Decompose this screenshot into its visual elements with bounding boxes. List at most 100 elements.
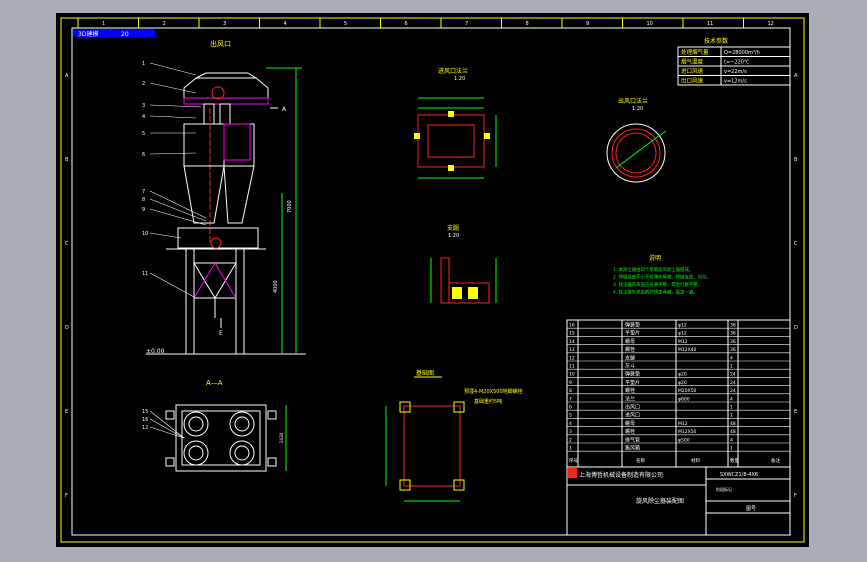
bom-header-name: 名称	[636, 457, 645, 464]
tech-param-label: 烟气温度	[681, 58, 704, 66]
dim-total-height: 7000	[287, 200, 293, 213]
bom-header-material: 材料	[691, 457, 700, 464]
foundation-note-2: 基础重约5吨	[474, 398, 502, 405]
bom-spec: M12X50	[678, 429, 697, 435]
bom-spec: M12X40	[678, 347, 697, 353]
bom-name: 法兰	[625, 395, 635, 402]
bom-no: 1	[569, 446, 572, 452]
ruler-side-label: B	[794, 157, 798, 163]
main-balloon-label: 9	[142, 207, 145, 213]
bom-name: 螺栓	[625, 346, 635, 353]
bom-no: 8	[569, 388, 572, 394]
ruler-side-label: D	[794, 325, 798, 331]
inlet-flange-scale: 1:20	[632, 106, 643, 112]
ruler-side-label: D	[65, 325, 69, 331]
ruler-top-label: 6	[405, 21, 408, 27]
foundation-title: 基础图	[416, 369, 434, 377]
ruler-top-label: 7	[465, 21, 468, 27]
bom-name: 出风口	[625, 404, 640, 411]
ruler-top-label: 8	[526, 21, 529, 27]
bom-name: 灰斗	[625, 363, 635, 370]
ruler-top-label: 5	[344, 21, 347, 27]
drawing-title: 旋风除尘器装配图	[636, 497, 684, 505]
main-balloon-label: 4	[142, 114, 145, 120]
header-tab	[73, 29, 155, 37]
section-balloon-label: 16	[142, 417, 148, 423]
section-balloon-label: 12	[142, 425, 148, 431]
ruler-top-label: 1	[102, 21, 105, 27]
ruler-top-label: 4	[284, 21, 287, 27]
bom-spec: φ20	[678, 380, 687, 386]
bom-name: 集风箱	[625, 445, 640, 452]
company-logo	[568, 468, 577, 478]
bom-name: 弹簧垫	[625, 322, 640, 329]
outlet-flange-title: 进风口法兰	[438, 67, 468, 75]
bom-no: 6	[569, 405, 572, 411]
bom-spec: φ800	[678, 396, 690, 402]
inlet-flange-view: 出风口法兰 1:20	[606, 97, 667, 183]
bom-name: 弹簧垫	[625, 371, 640, 378]
ruler-side-label: F	[65, 493, 68, 499]
bom-qty: 36	[730, 339, 736, 345]
tech-param-value: v=12m/s	[724, 79, 747, 85]
bom-no: 4	[569, 421, 572, 427]
support-view: 支腿 1:20	[430, 224, 497, 304]
bom-name: 螺母	[625, 420, 635, 427]
bom-spec: M12	[678, 421, 688, 427]
bom-no: 7	[569, 396, 572, 402]
ruler-side-label: B	[65, 157, 69, 163]
bom-no: 5	[569, 413, 572, 419]
ruler-side-label: E	[65, 409, 68, 415]
tech-param-label: 处理烟气量	[681, 48, 709, 56]
notes-block: 说明 1. 本除尘器由四个单筒旋风除尘器组成。2. 焊缝高度不小于较薄件厚度，焊…	[613, 254, 711, 296]
dim-support-height: 4000	[273, 280, 279, 293]
main-balloon-label: 3	[142, 103, 145, 109]
bom-name: 支腿	[625, 354, 635, 361]
section-view-title: A—A	[206, 379, 223, 387]
bom-no: 15	[569, 331, 575, 337]
main-balloon-label: 5	[142, 131, 145, 137]
inlet-flange-title: 出风口法兰	[618, 97, 648, 105]
ruler-side-label: C	[794, 241, 798, 247]
title-block: 上海博哲机械设备制造有限公司 SXWCZ1/8-4X6 阶段标记 旋风除尘器装配…	[566, 466, 791, 536]
bom-qty: 24	[730, 372, 736, 378]
ground-level-label: ±0.00	[146, 348, 165, 355]
bom-header-no: 序号	[569, 457, 578, 464]
ruler-top-label: 3	[223, 21, 226, 27]
header-tab-left: 3D建模	[78, 30, 98, 38]
bom-no: 13	[569, 347, 575, 353]
section-mark-a: A	[282, 106, 287, 113]
bom-name: 平垫片	[625, 330, 640, 337]
notes-title: 说明	[649, 254, 661, 262]
ruler-side-label: E	[794, 409, 797, 415]
note-line: 3. 除尘器内表面应光滑平整，焊后打磨平整。	[613, 281, 702, 288]
tech-param-value: v=22m/s	[724, 69, 747, 75]
bom-no: 2	[569, 437, 572, 443]
tech-param-value: Q=28000m³/h	[724, 50, 760, 56]
ruler-side-label: A	[65, 73, 69, 79]
note-line: 4. 除尘器外表面刷防锈漆两遍，面漆一遍。	[613, 289, 698, 296]
bom-spec: M20X50	[678, 388, 697, 394]
header-tab-right: 20	[121, 31, 129, 38]
bom-qty: 36	[730, 347, 736, 353]
tech-params-title: 技术参数	[704, 37, 728, 45]
company-name: 上海博哲机械设备制造有限公司	[579, 471, 663, 479]
main-balloon-label: 1	[142, 61, 145, 67]
main-balloon-label: 7	[142, 189, 145, 195]
dim-section-width: 2430	[279, 432, 284, 443]
main-balloon-label: 10	[142, 231, 148, 237]
bom-no: 11	[569, 364, 575, 370]
section-mark-e: E	[219, 330, 223, 337]
bom-qty: 48	[730, 429, 736, 435]
bom-no: 9	[569, 380, 572, 386]
ruler-top-label: 9	[586, 21, 589, 27]
bom-spec: M12	[678, 339, 688, 345]
ruler-side-label: A	[794, 73, 798, 79]
bom-qty: 36	[730, 331, 736, 337]
